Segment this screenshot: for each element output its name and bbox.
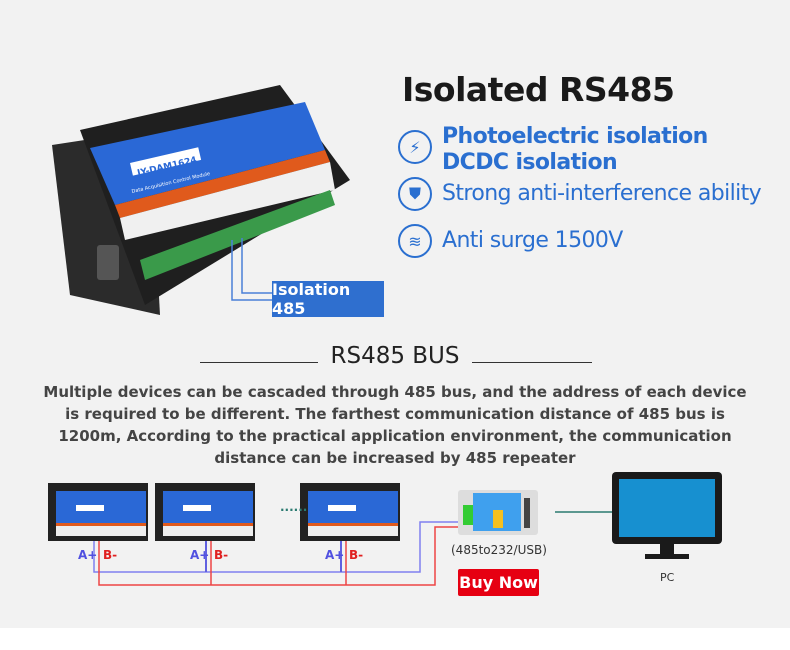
buy-now-button[interactable]: Buy Now — [458, 569, 539, 596]
ellipsis: ...... — [280, 500, 308, 514]
device-n — [300, 483, 400, 541]
feature-anti-interference: Strong anti-interference ability — [442, 181, 762, 206]
converter-device — [458, 490, 538, 535]
bus-title: RS485 BUS — [330, 343, 460, 369]
page-title: Isolated RS485 — [402, 70, 675, 109]
b-minus-label: B- — [349, 548, 364, 562]
bus-description: Multiple devices can be cascaded through… — [43, 383, 747, 467]
device-1 — [48, 483, 148, 541]
divider — [200, 362, 318, 363]
product-image: JY-DAM1624 Data Acquisition Control Modu… — [52, 85, 350, 315]
feature-anti-surge: Anti surge 1500V — [442, 228, 623, 253]
a-plus-label: A+ — [78, 548, 98, 562]
b-minus-label: B- — [103, 548, 118, 562]
feature-text: Photoelectric isolation — [442, 124, 708, 149]
pc-label: PC — [660, 571, 675, 584]
shield-icon: ⛊ — [398, 177, 432, 211]
feature-isolation: Photoelectric isolation DCDC isolation — [442, 124, 708, 176]
isolation-485-callout: Isolation 485 — [272, 280, 384, 318]
monitor-stand — [660, 544, 674, 554]
a-plus-label: A+ — [190, 548, 210, 562]
converter-label: (485to232/USB) — [451, 543, 547, 557]
feature-text: DCDC isolation — [442, 150, 618, 175]
surge-waves-icon: ≋ — [398, 224, 432, 258]
pc-monitor-icon — [612, 472, 722, 544]
a-plus-label: A+ — [325, 548, 345, 562]
divider — [472, 362, 592, 363]
lightning-icon: ⚡ — [398, 130, 432, 164]
monitor-base — [645, 554, 689, 559]
b-minus-label: B- — [214, 548, 229, 562]
device-2 — [155, 483, 255, 541]
